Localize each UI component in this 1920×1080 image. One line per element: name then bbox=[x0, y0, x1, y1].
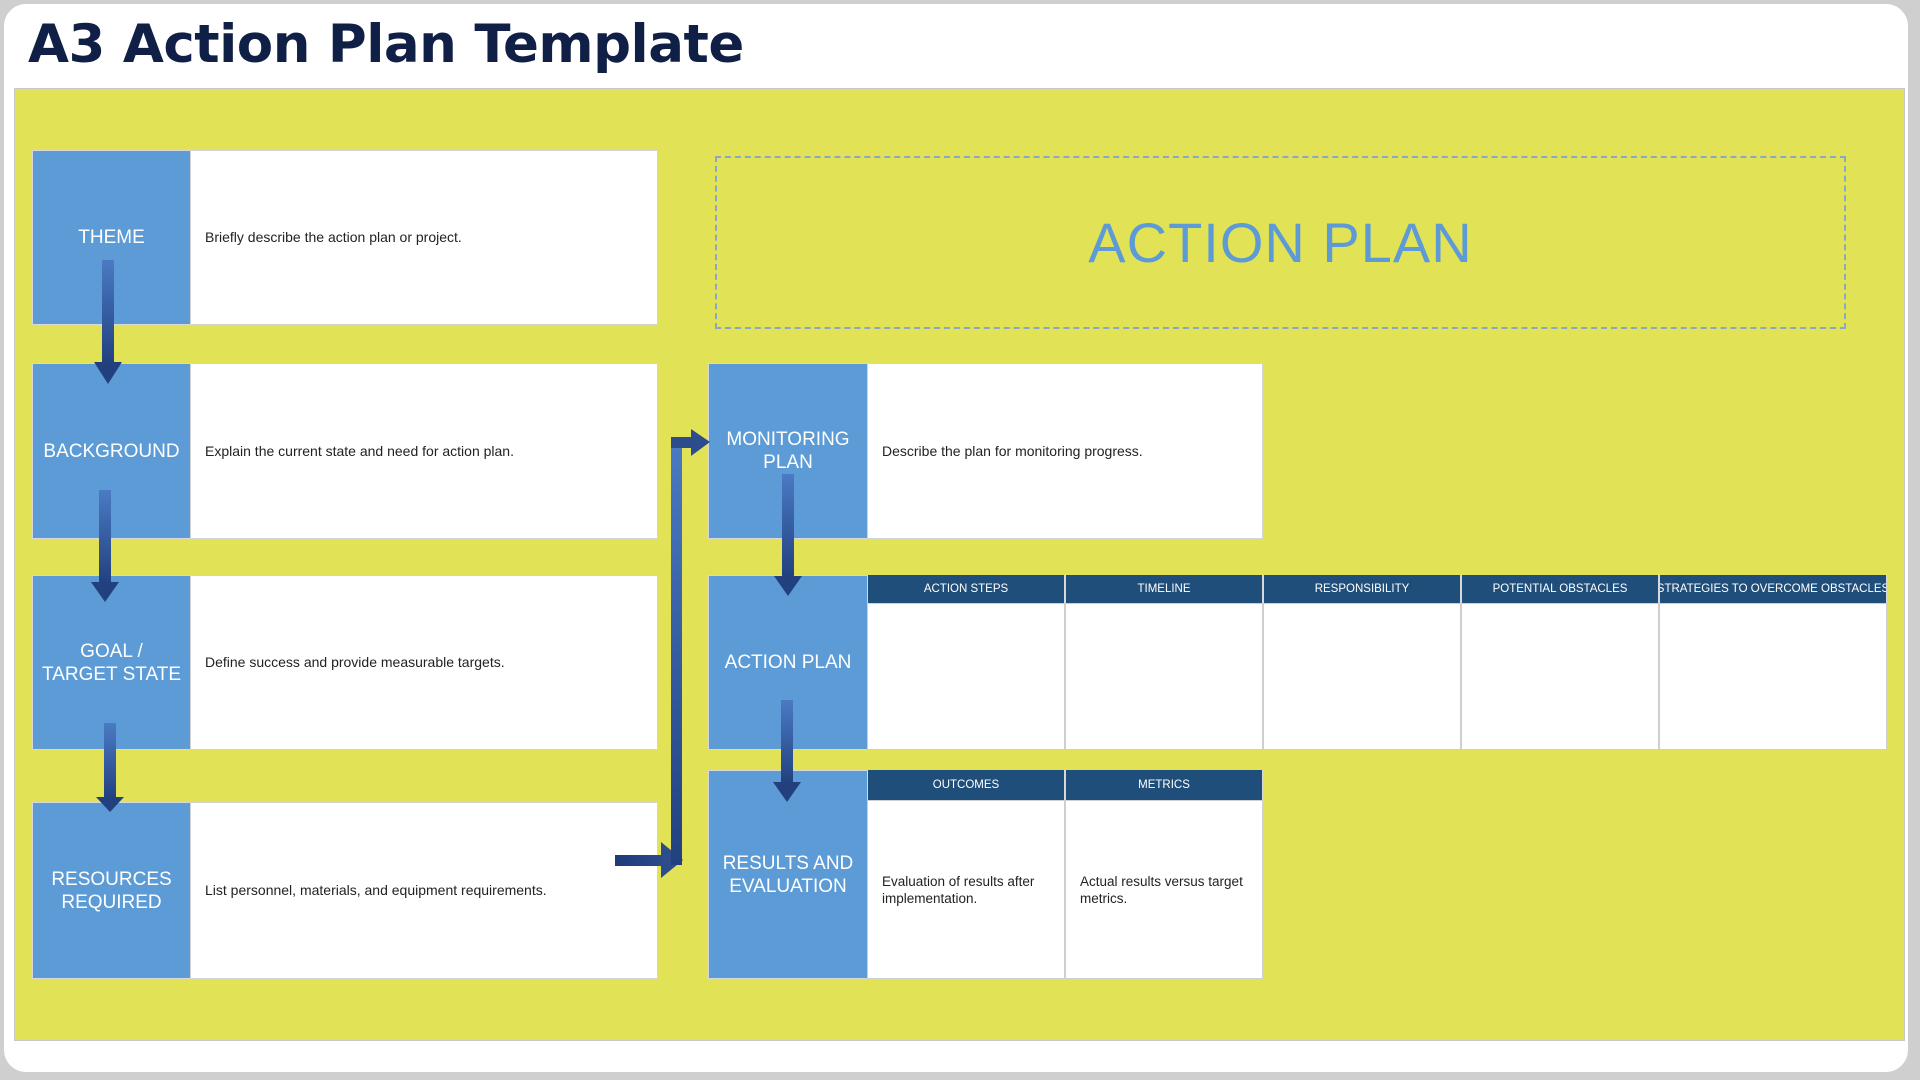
monitoring-text: Describe the plan for monitoring progres… bbox=[882, 442, 1143, 459]
background-label: BACKGROUND bbox=[32, 363, 191, 539]
arrow-down-icon bbox=[96, 723, 124, 812]
background-content[interactable]: Explain the current state and need for a… bbox=[190, 363, 658, 539]
resources-label: RESOURCES REQUIRED bbox=[32, 802, 191, 979]
potential-obstacles-column: POTENTIAL OBSTACLES bbox=[1461, 575, 1659, 750]
action-steps-cell[interactable] bbox=[867, 603, 1065, 750]
outcomes-cell[interactable]: Evaluation of results after implementati… bbox=[867, 800, 1065, 979]
responsibility-header: RESPONSIBILITY bbox=[1263, 575, 1461, 603]
metrics-cell[interactable]: Actual results versus target metrics. bbox=[1065, 800, 1263, 979]
timeline-cell[interactable] bbox=[1065, 603, 1263, 750]
elbow-arrow-icon bbox=[615, 429, 710, 878]
results-label: RESULTS AND EVALUATION bbox=[708, 770, 868, 979]
strategies-cell[interactable] bbox=[1659, 603, 1887, 750]
responsibility-cell[interactable] bbox=[1263, 603, 1461, 750]
resources-content[interactable]: List personnel, materials, and equipment… bbox=[190, 802, 658, 979]
theme-content[interactable]: Briefly describe the action plan or proj… bbox=[190, 150, 658, 325]
metrics-text: Actual results versus target metrics. bbox=[1080, 873, 1243, 906]
arrow-down-icon bbox=[774, 474, 802, 596]
arrow-down-icon bbox=[91, 490, 119, 602]
metrics-header: METRICS bbox=[1065, 770, 1263, 800]
monitoring-content[interactable]: Describe the plan for monitoring progres… bbox=[867, 363, 1263, 539]
page-title: A3 Action Plan Template bbox=[28, 14, 744, 75]
potential-obstacles-cell[interactable] bbox=[1461, 603, 1659, 750]
arrow-down-icon bbox=[773, 700, 801, 802]
strategies-column: STRATEGIES TO OVERCOME OBSTACLES bbox=[1659, 575, 1887, 750]
outcomes-column: OUTCOMES Evaluation of results after imp… bbox=[867, 770, 1065, 979]
action-steps-header: ACTION STEPS bbox=[867, 575, 1065, 603]
background-text: Explain the current state and need for a… bbox=[205, 442, 514, 459]
goal-content[interactable]: Define success and provide measurable ta… bbox=[190, 575, 658, 750]
goal-text: Define success and provide measurable ta… bbox=[205, 654, 505, 670]
monitoring-label: MONITORING PLAN bbox=[708, 363, 868, 539]
strategies-header: STRATEGIES TO OVERCOME OBSTACLES bbox=[1659, 575, 1887, 603]
outcomes-header: OUTCOMES bbox=[867, 770, 1065, 800]
arrow-down-icon bbox=[94, 260, 122, 384]
action-plan-heading: ACTION PLAN bbox=[1088, 211, 1473, 274]
metrics-column: METRICS Actual results versus target met… bbox=[1065, 770, 1263, 979]
action-steps-column: ACTION STEPS bbox=[867, 575, 1065, 750]
resources-text: List personnel, materials, and equipment… bbox=[205, 882, 547, 898]
timeline-header: TIMELINE bbox=[1065, 575, 1263, 603]
responsibility-column: RESPONSIBILITY bbox=[1263, 575, 1461, 750]
outcomes-text: Evaluation of results after implementati… bbox=[882, 873, 1035, 906]
timeline-column: TIMELINE bbox=[1065, 575, 1263, 750]
theme-text: Briefly describe the action plan or proj… bbox=[205, 229, 462, 245]
potential-obstacles-header: POTENTIAL OBSTACLES bbox=[1461, 575, 1659, 603]
action-plan-heading-box: ACTION PLAN bbox=[715, 156, 1846, 329]
